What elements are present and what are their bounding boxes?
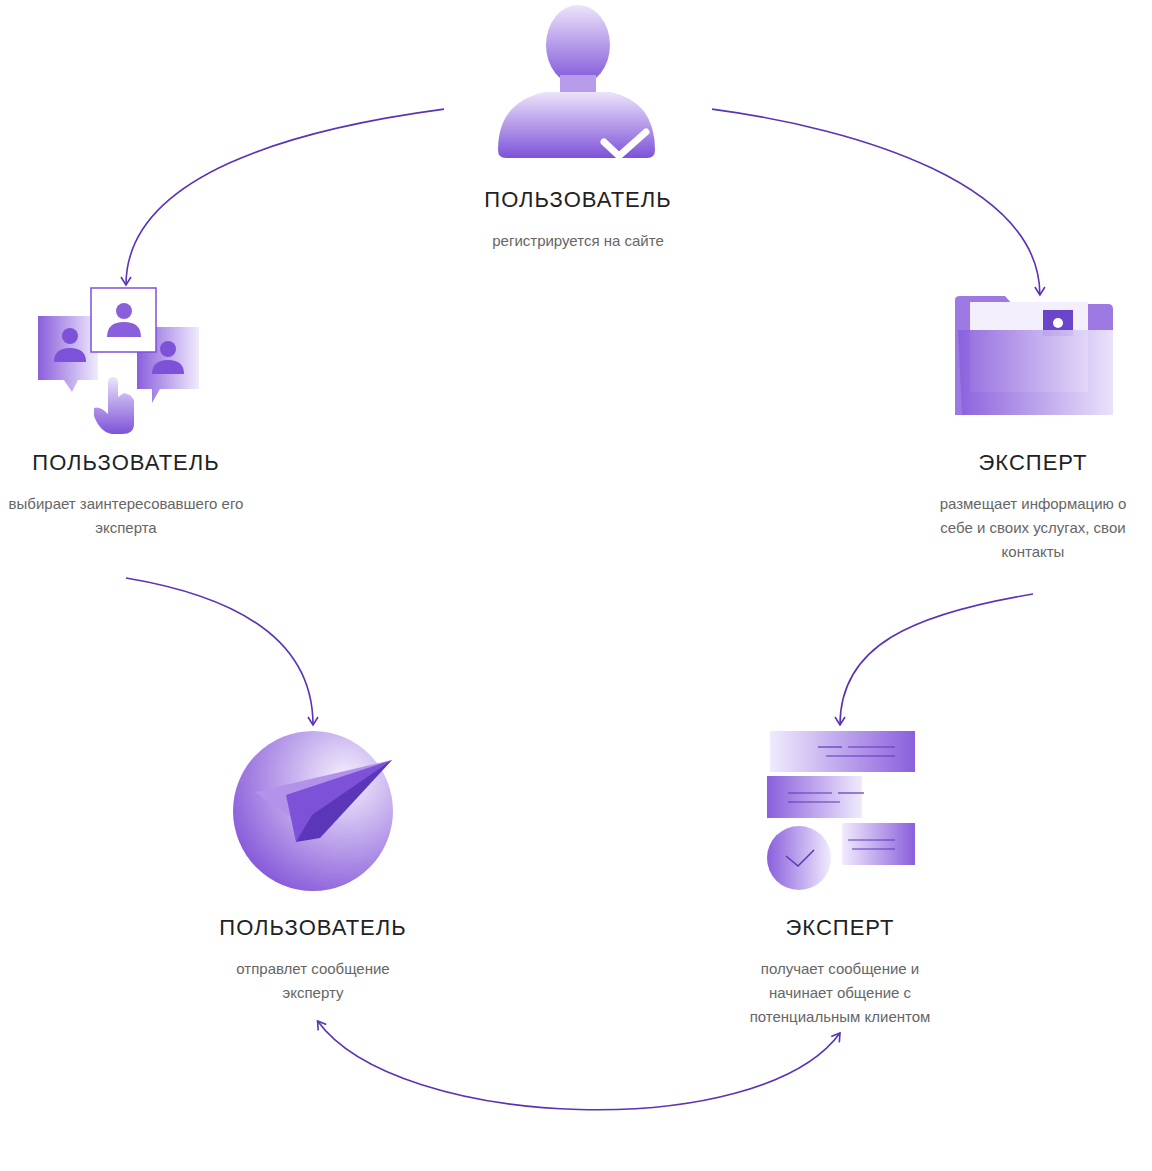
node-heading: ЭКСПЕРТ — [726, 915, 954, 941]
node-heading: ПОЛЬЗОВАТЕЛЬ — [444, 187, 712, 213]
node-heading: ПОЛЬЗОВАТЕЛЬ — [4, 450, 248, 476]
choose-expert-icon-part — [107, 322, 141, 337]
step-node: ЭКСПЕРТ получает сообщение и начинает общ… — [726, 725, 954, 1029]
user-icon-part — [604, 132, 646, 156]
chat-icon-part-part — [788, 792, 832, 793]
node-description: отправлет сообщение эксперту — [218, 957, 408, 1005]
flow-arrow — [126, 578, 313, 725]
chat-icon-part — [770, 731, 915, 772]
choose-expert-icon-part — [38, 316, 98, 392]
flow-arrow — [712, 109, 1040, 295]
folder-icon — [955, 296, 1113, 415]
user-icon-part — [546, 5, 610, 85]
flow-arrow — [126, 109, 444, 285]
step-node: ПОЛЬЗОВАТЕЛЬ выбирает заинтересовавшего е… — [4, 285, 248, 540]
chat-icon — [767, 731, 915, 890]
chat-icon-part — [786, 850, 814, 866]
user-icon — [498, 5, 655, 158]
chat-icon-part-part — [848, 746, 895, 747]
choose-expert-icon-part — [160, 341, 176, 357]
node-description: выбирает заинтересовавшего его эксперта — [8, 492, 244, 540]
folder-icon-part — [1053, 318, 1063, 328]
choose-expert-icon-part — [116, 303, 132, 319]
choose-expert-icon-part — [94, 377, 134, 434]
chat-icon-part-part — [848, 839, 895, 840]
chat-icon-part-part — [818, 746, 842, 747]
choose-expert-icon-part — [152, 360, 184, 374]
choose-expert-icon-part — [54, 348, 86, 362]
step-node: ПОЛЬЗОВАТЕЛЬ отправлет сообщение эксперту — [199, 725, 427, 1005]
node-description: получает сообщение и начинает общение с … — [730, 957, 950, 1029]
flow-arrow — [840, 594, 1033, 725]
node-description: регистрируется на сайте — [448, 229, 708, 253]
send-message-icon-part — [233, 731, 393, 891]
chat-icon-part-part — [826, 755, 895, 756]
node-description: размещает информацию о себе и своих услу… — [922, 492, 1144, 564]
flow-arrow — [318, 1021, 840, 1110]
chat-icon-part — [842, 823, 915, 865]
choose-expert-icon-part — [62, 328, 78, 344]
folder-icon-part — [958, 330, 1113, 415]
chat-icon-part-part — [852, 848, 895, 849]
send-message-icon — [233, 731, 393, 891]
node-heading: ЭКСПЕРТ — [918, 450, 1148, 476]
step-node: ПОЛЬЗОВАТЕЛЬ регистрируется на сайте — [444, 5, 712, 253]
chat-icon-part — [767, 776, 862, 818]
user-icon-part — [498, 92, 655, 158]
chat-icon-part — [767, 826, 831, 890]
send-message-icon-part — [286, 760, 392, 842]
node-heading: ПОЛЬЗОВАТЕЛЬ — [199, 915, 427, 941]
folder-icon-part — [955, 296, 1113, 415]
choose-expert-icon-part — [91, 288, 156, 352]
step-node: ЭКСПЕРТ размещает информацию о себе и сво… — [918, 295, 1148, 564]
send-message-icon-part — [296, 760, 392, 842]
chat-icon-part-part — [788, 801, 840, 802]
choose-expert-icon — [38, 288, 199, 434]
chat-icon-part-part — [838, 792, 864, 793]
